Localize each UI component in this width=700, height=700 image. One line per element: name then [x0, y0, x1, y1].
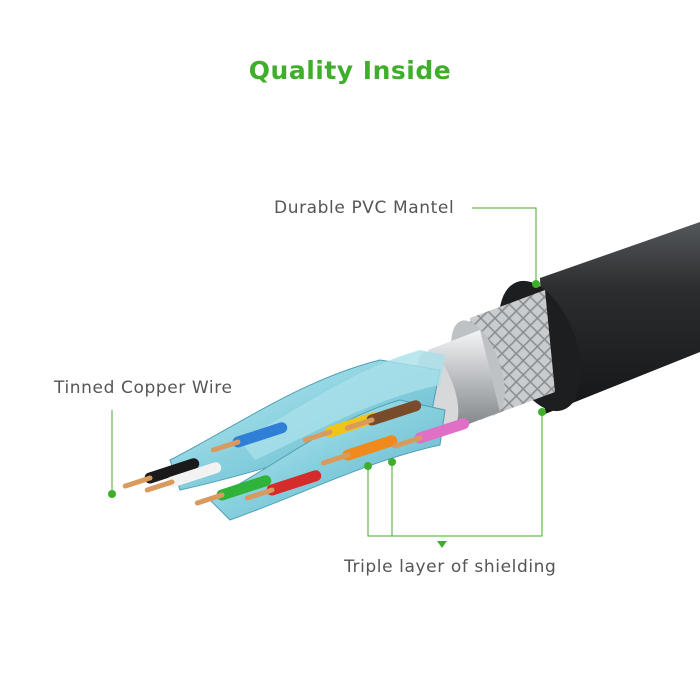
wire-insulation [266, 470, 322, 496]
copper-tip [302, 429, 333, 443]
page-title: Quality Inside [248, 56, 452, 85]
shielding-label: Triple layer of shielding [344, 557, 557, 577]
copper-tip [392, 435, 423, 449]
copper-tip [144, 479, 175, 493]
copper-tip [194, 492, 225, 506]
copper-conductors [122, 400, 470, 506]
copper-tip [122, 475, 153, 489]
copper-tip [210, 439, 241, 453]
tinned-copper-label: Tinned Copper Wire [54, 378, 233, 398]
callout-lines [111, 207, 543, 537]
wire-insulation [216, 475, 272, 501]
copper-tip [320, 452, 351, 466]
wire-insulation [342, 435, 398, 461]
wire-insulation [366, 400, 422, 426]
wire-insulation [144, 458, 200, 484]
wire-insulation [414, 418, 470, 444]
copper-tip [344, 417, 375, 431]
wire-insulation [232, 422, 288, 448]
copper-tip [244, 487, 275, 501]
wire-insulation [166, 462, 222, 488]
callout-dots [108, 280, 546, 548]
pvc-mantel-label: Durable PVC Mantel [274, 198, 455, 218]
foil-shielded-pairs [169, 350, 446, 521]
